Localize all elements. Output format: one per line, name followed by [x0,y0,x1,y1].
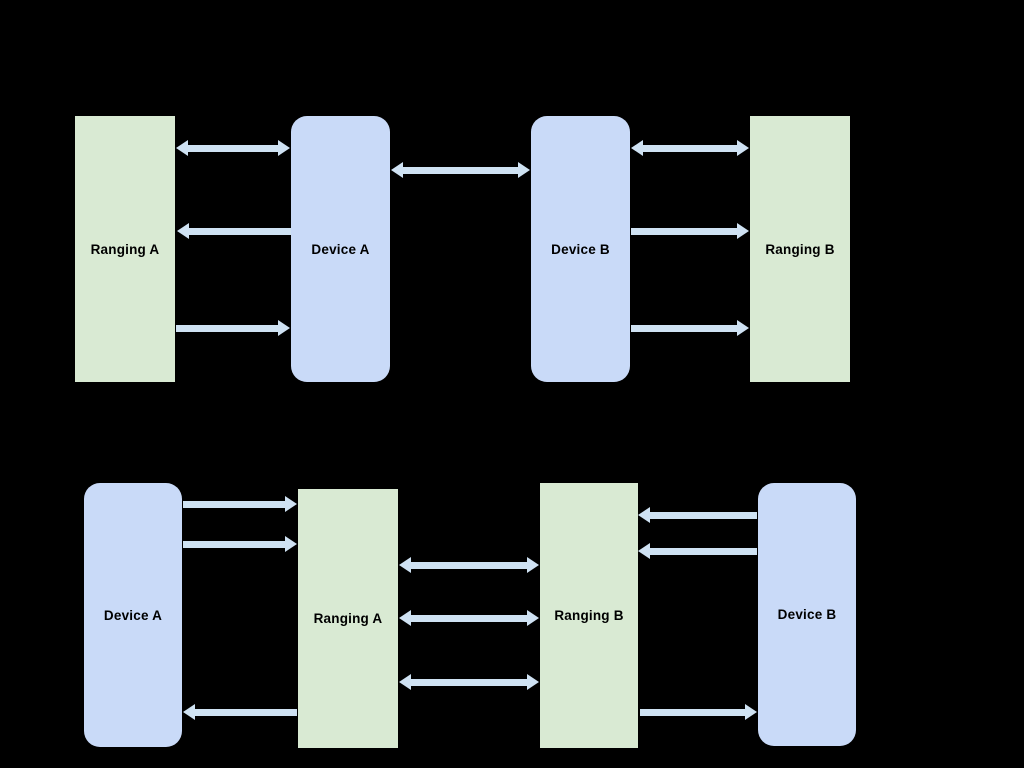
arrowhead-left-icon [391,162,403,178]
arrow-ranging-a-to-device-a [176,320,290,336]
arrow-shaft [411,614,527,622]
arrowhead-left-icon [183,704,195,720]
arrow-device-a-to-ranging-a [183,536,297,552]
arrowhead-right-icon [737,223,749,239]
arrowhead-left-icon [177,223,189,239]
arrow-shaft [189,227,291,235]
box-label: Device B [551,241,610,257]
arrowhead-left-icon [399,557,411,573]
arrowhead-left-icon [176,140,188,156]
arrowhead-right-icon [737,320,749,336]
arrowhead-right-icon [518,162,530,178]
box-label: Ranging A [313,611,383,626]
arrow-ranging-a-ranging-b-bidirectional [399,674,539,690]
arrow-shaft [195,708,297,716]
box-device-a-top: Device A [291,116,390,382]
arrowhead-right-icon [527,557,539,573]
arrow-device-a-device-b-bidirectional [391,162,530,178]
arrow-shaft [411,561,527,569]
arrowhead-right-icon [285,496,297,512]
arrow-ranging-a-ranging-b-bidirectional [399,557,539,573]
arrowhead-left-icon [631,140,643,156]
arrowhead-right-icon [527,610,539,626]
arrow-device-b-to-ranging-b [631,320,749,336]
box-device-b-bottom: Device B [758,483,856,746]
arrow-device-b-to-ranging-b [631,223,749,239]
arrow-device-a-to-ranging-a [183,496,297,512]
arrowhead-right-icon [285,536,297,552]
box-label: Ranging A [90,241,160,257]
arrow-shaft [183,540,285,548]
arrow-shaft [403,166,518,174]
arrowhead-left-icon [638,507,650,523]
arrow-shaft [631,227,737,235]
arrow-device-b-ranging-b-bidirectional [631,140,749,156]
arrowhead-right-icon [527,674,539,690]
arrow-ranging-a-device-a-bidirectional [176,140,290,156]
arrow-shaft [176,324,278,332]
box-label: Ranging B [765,241,835,257]
arrow-shaft [183,500,285,508]
box-ranging-a-top: Ranging A [75,116,175,382]
arrow-device-b-to-ranging-b [638,543,757,559]
arrow-shaft [640,708,745,716]
arrowhead-left-icon [399,610,411,626]
arrow-device-a-to-ranging-a [177,223,291,239]
arrow-shaft [643,144,737,152]
arrow-shaft [188,144,278,152]
arrowhead-right-icon [745,704,757,720]
box-ranging-b-bottom: Ranging B [540,483,638,748]
arrow-shaft [631,324,737,332]
arrow-ranging-a-ranging-b-bidirectional [399,610,539,626]
arrowhead-right-icon [278,140,290,156]
arrow-ranging-b-to-device-b [640,704,757,720]
box-ranging-a-bottom: Ranging A [298,489,398,748]
box-label: Device A [311,241,370,257]
arrowhead-right-icon [278,320,290,336]
arrowhead-left-icon [399,674,411,690]
arrow-shaft [411,678,527,686]
arrow-shaft [650,511,757,519]
box-label: Device A [103,607,163,623]
arrow-ranging-a-to-device-a [183,704,297,720]
box-device-a-bottom: Device A [84,483,182,747]
arrow-shaft [650,547,757,555]
box-ranging-b-top: Ranging B [750,116,850,382]
arrowhead-right-icon [737,140,749,156]
arrow-device-b-to-ranging-b [638,507,757,523]
box-label: Device B [777,607,837,622]
box-device-b-top: Device B [531,116,630,382]
arrowhead-left-icon [638,543,650,559]
box-label: Ranging B [554,608,624,623]
